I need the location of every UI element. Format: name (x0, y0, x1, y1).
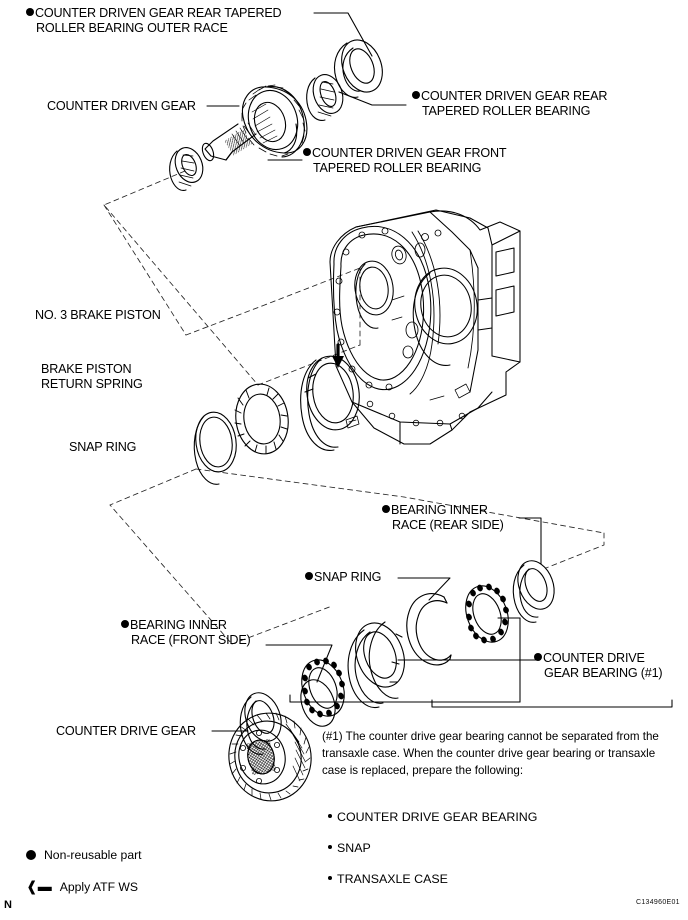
legend-label: Non-reusable part (44, 848, 142, 862)
callout-line: NO. 3 BRAKE PISTON (35, 308, 161, 322)
note-list-item: COUNTER DRIVE GEAR BEARING (328, 810, 537, 824)
brake-piston-return-spring-part (234, 383, 289, 455)
no3-brake-piston-part (300, 355, 360, 451)
bearing-inner-race-rear-part (512, 560, 555, 623)
list-bullet-icon (328, 814, 332, 818)
callout-line: BEARING INNER (391, 503, 488, 517)
callout-line: BRAKE PISTON (41, 362, 132, 376)
callout-bearing-inner-race-front-side: BEARING INNER RACE (FRONT SIDE) (121, 618, 251, 648)
snap-ring-lower-part (406, 593, 452, 666)
callout-line: COUNTER DRIVEN GEAR REAR TAPERED (35, 6, 282, 20)
alignment-band-lower (109, 468, 605, 645)
legend-label: Apply ATF WS (59, 880, 139, 894)
callout-line: COUNTER DRIVEN GEAR REAR (421, 89, 608, 103)
note-list-label: COUNTER DRIVE GEAR BEARING (337, 810, 538, 824)
callout-snap-ring-lower: SNAP RING (305, 570, 381, 585)
callout-counter-driven-gear-rear-tapered-roller-bearing-outer-race: COUNTER DRIVEN GEAR REAR TAPERED ROLLER … (26, 6, 282, 36)
list-bullet-icon (328, 876, 332, 880)
note-list-label: SNAP (337, 841, 371, 855)
rear-tapered-roller-bearing-part (306, 74, 344, 121)
alignment-band-upper (103, 170, 263, 386)
left-arrow-icon: ❰▬ (26, 878, 52, 894)
note-list-item: SNAP (328, 841, 371, 855)
callout-line: COUNTER DRIVEN GEAR (47, 99, 196, 113)
callout-bearing-inner-race-rear-side: BEARING INNER RACE (REAR SIDE) (382, 503, 504, 533)
non-reusable-dot-icon (412, 91, 420, 99)
filled-circle-icon (26, 850, 36, 860)
list-bullet-icon (328, 845, 332, 849)
counter-drive-gear-bearing-rear-cage-part (465, 583, 509, 644)
figure-code: C134960E01 (636, 899, 680, 906)
callout-line: TAPERED ROLLER BEARING (422, 103, 591, 118)
non-reusable-dot-icon (534, 653, 542, 661)
page-marker: N (4, 899, 12, 911)
callout-line: RETURN SPRING (41, 376, 143, 391)
bearing-inner-race-front-ring-part (300, 679, 336, 727)
callout-line: SNAP RING (69, 440, 137, 454)
callout-line: GEAR BEARING (#1) (544, 665, 663, 680)
legend-apply-atf: ❰▬ Apply ATF WS (26, 878, 138, 895)
note-list-label: TRANSAXLE CASE (337, 872, 448, 886)
non-reusable-dot-icon (26, 8, 34, 16)
non-reusable-dot-icon (303, 148, 311, 156)
callout-line: RACE (REAR SIDE) (392, 517, 504, 532)
callout-counter-driven-gear: COUNTER DRIVEN GEAR (47, 99, 196, 114)
callout-line: COUNTER DRIVEN GEAR FRONT (312, 146, 507, 160)
transaxle-case-part (329, 209, 521, 445)
callout-counter-driven-gear-front-tapered-roller-bearing: COUNTER DRIVEN GEAR FRONT TAPERED ROLLER… (303, 146, 507, 176)
footnote-text: (#1) The counter drive gear bearing cann… (322, 730, 659, 777)
legend-non-reusable-part: Non-reusable part (26, 848, 142, 862)
front-tapered-roller-bearing-part (169, 147, 204, 191)
callout-line: ROLLER BEARING OUTER RACE (36, 20, 228, 35)
rear-bearing-outer-race-part (333, 39, 383, 98)
note-bracket (431, 699, 673, 708)
counter-drive-gear-part (228, 712, 312, 802)
callout-snap-ring-upper: SNAP RING (69, 440, 136, 455)
note-list-item: TRANSAXLE CASE (328, 872, 448, 886)
callout-line: RACE (FRONT SIDE) (131, 632, 251, 647)
callout-counter-drive-gear-bearing: COUNTER DRIVE GEAR BEARING (#1) (534, 651, 663, 681)
non-reusable-dot-icon (121, 620, 129, 628)
callout-no-3-brake-piston: NO. 3 BRAKE PISTON (35, 308, 161, 323)
callout-line: BEARING INNER (130, 618, 227, 632)
non-reusable-dot-icon (305, 572, 313, 580)
callout-line: COUNTER DRIVE GEAR (56, 724, 196, 738)
callout-line: COUNTER DRIVE (543, 651, 645, 665)
callout-line: SNAP RING (314, 570, 382, 584)
callout-line: TAPERED ROLLER BEARING (313, 160, 482, 175)
counter-driven-gear-part (201, 84, 308, 162)
counter-drive-gear-bearing-outer-race-part (347, 621, 405, 709)
callout-counter-driven-gear-rear-tapered-roller-bearing: COUNTER DRIVEN GEAR REAR TAPERED ROLLER … (412, 89, 607, 119)
snap-ring-upper-part (193, 411, 237, 485)
leader-lines-lower (211, 517, 542, 732)
callout-brake-piston-return-spring: BRAKE PISTON RETURN SPRING (41, 362, 143, 392)
non-reusable-dot-icon (382, 505, 390, 513)
callout-counter-drive-gear: COUNTER DRIVE GEAR (56, 724, 196, 739)
